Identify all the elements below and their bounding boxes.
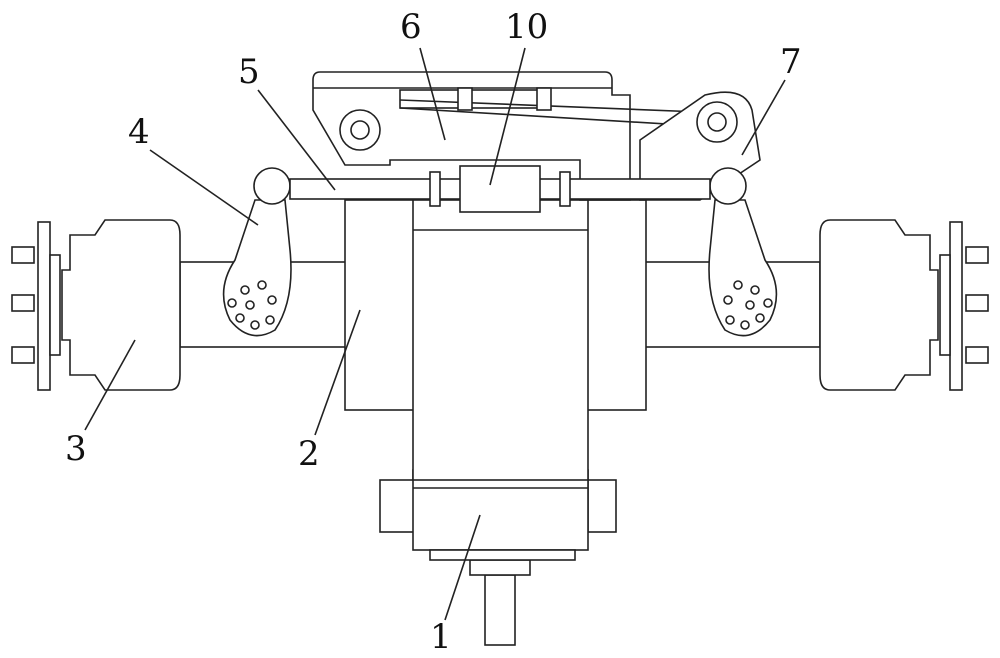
label-6: 6 (400, 7, 422, 47)
part-10-adjuster (459, 165, 541, 213)
label-10: 10 (505, 7, 549, 47)
label-4: 4 (128, 112, 150, 152)
label-3: 3 (65, 429, 87, 469)
leader-lines (84, 47, 786, 621)
part-2-housing (344, 199, 647, 411)
label-7: 7 (780, 42, 802, 82)
central-body (412, 199, 589, 481)
right-hub (819, 219, 989, 391)
part-7-right-arm (708, 167, 778, 337)
label-2: 2 (298, 434, 320, 474)
part-3-left-hub (11, 219, 181, 391)
label-5: 5 (238, 52, 260, 92)
part-1-motor (379, 469, 617, 561)
part-4-left-arm (222, 167, 292, 337)
output-shaft (469, 559, 531, 646)
label-1: 1 (430, 617, 452, 657)
